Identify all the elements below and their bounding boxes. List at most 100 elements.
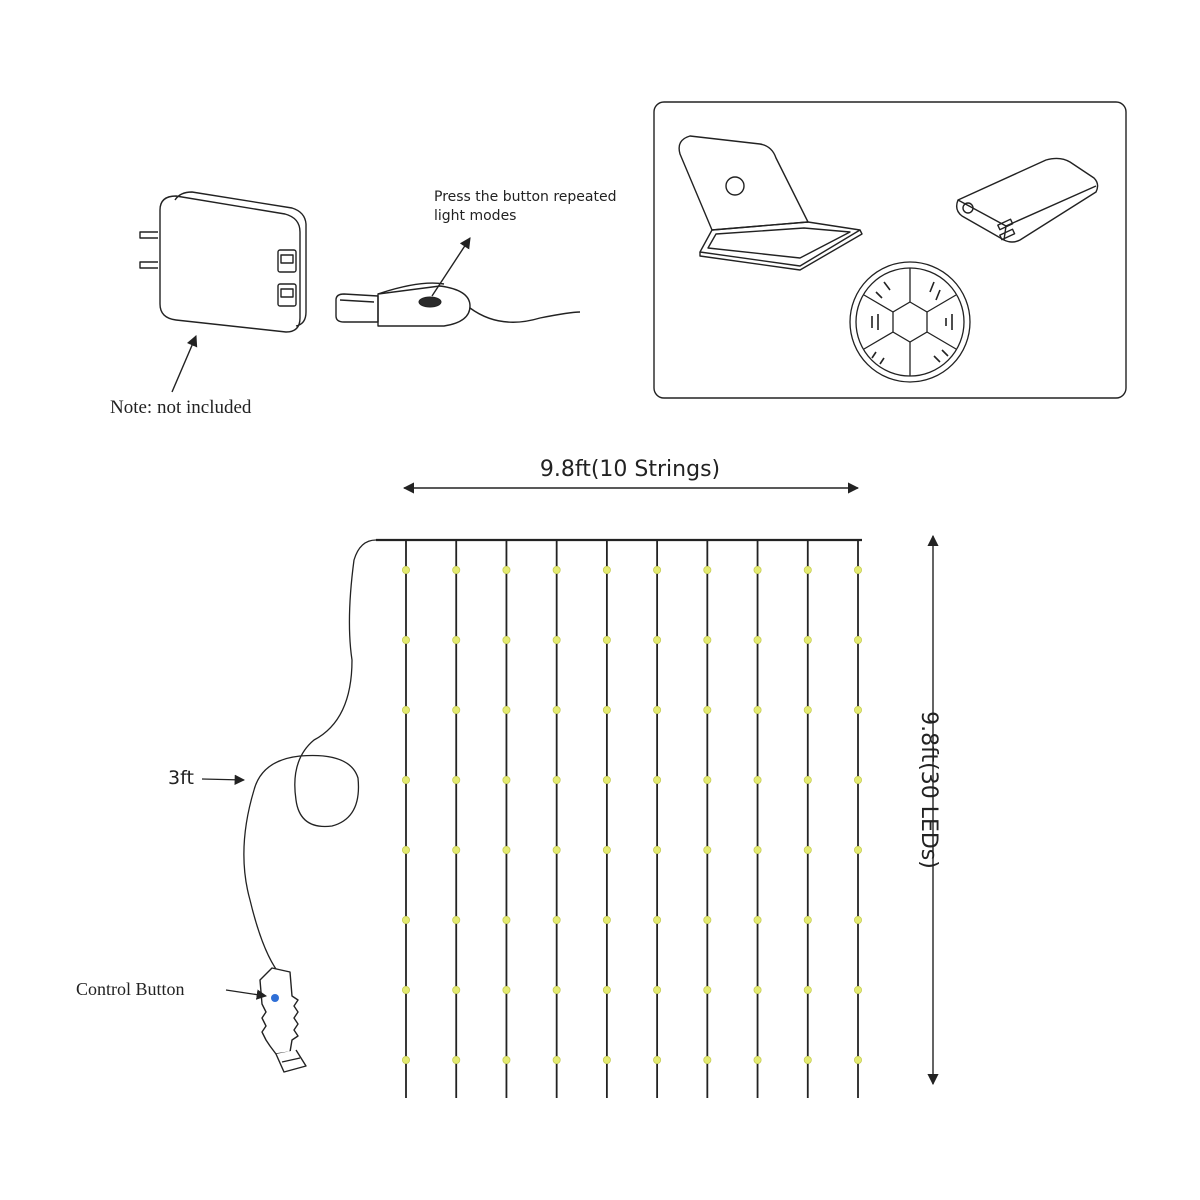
led-bulb bbox=[401, 706, 410, 715]
height-label: 9.8ft(30 LEDs) bbox=[916, 711, 941, 869]
led-bulb bbox=[703, 916, 712, 925]
led-bulb bbox=[703, 566, 712, 575]
led-bulb bbox=[653, 846, 662, 855]
led-bulb bbox=[602, 636, 611, 645]
lead-cable bbox=[243, 539, 377, 973]
led-bulb bbox=[452, 846, 461, 855]
cable-length-label: 3ft bbox=[168, 767, 194, 789]
led-bulb bbox=[703, 846, 712, 855]
led-bulb bbox=[653, 986, 662, 995]
led-bulb bbox=[552, 566, 561, 575]
led-bulb bbox=[452, 776, 461, 785]
led-bulb bbox=[502, 846, 511, 855]
button-note-line2: light modes bbox=[434, 208, 516, 224]
led-bulb bbox=[552, 986, 561, 995]
wall-adapter-icon bbox=[139, 191, 307, 333]
led-bulb bbox=[803, 636, 812, 645]
led-bulb bbox=[401, 776, 410, 785]
led-bulb bbox=[854, 776, 863, 785]
usb-controller-icon bbox=[335, 282, 581, 327]
led-bulb bbox=[552, 846, 561, 855]
led-bulb bbox=[703, 1056, 712, 1065]
led-bulb bbox=[854, 986, 863, 995]
led-bulb bbox=[753, 636, 762, 645]
laptop-icon bbox=[678, 135, 863, 271]
led-bulb bbox=[502, 1056, 511, 1065]
width-label: 9.8ft(10 Strings) bbox=[540, 457, 720, 482]
led-bulb bbox=[502, 916, 511, 925]
led-bulb bbox=[552, 1056, 561, 1065]
led-bulb bbox=[753, 916, 762, 925]
power-sources-panel bbox=[653, 101, 1127, 399]
button-pointer-arrow bbox=[431, 237, 471, 297]
led-bulb bbox=[803, 706, 812, 715]
led-bulb bbox=[401, 916, 410, 925]
led-bulb bbox=[703, 636, 712, 645]
led-bulb bbox=[502, 776, 511, 785]
led-bulb bbox=[854, 566, 863, 575]
led-bulb bbox=[452, 706, 461, 715]
power-strip-icon bbox=[849, 261, 971, 383]
led-bulb bbox=[602, 846, 611, 855]
led-bulb bbox=[602, 986, 611, 995]
led-bulb bbox=[803, 566, 812, 575]
led-bulb bbox=[602, 776, 611, 785]
led-bulb bbox=[653, 636, 662, 645]
led-bulb bbox=[753, 776, 762, 785]
led-bulb bbox=[854, 636, 863, 645]
led-bulb bbox=[502, 566, 511, 575]
led-bulb bbox=[452, 566, 461, 575]
led-bulb bbox=[753, 566, 762, 575]
led-bulb bbox=[803, 986, 812, 995]
led-bulb bbox=[753, 846, 762, 855]
led-bulb bbox=[753, 706, 762, 715]
led-bulb bbox=[602, 916, 611, 925]
led-bulb bbox=[452, 916, 461, 925]
led-bulb bbox=[552, 706, 561, 715]
led-bulb bbox=[602, 566, 611, 575]
led-bulb bbox=[753, 986, 762, 995]
led-bulb bbox=[401, 986, 410, 995]
cable-length-arrow bbox=[201, 774, 246, 785]
usb-plug-icon bbox=[259, 967, 307, 1073]
led-bulb bbox=[502, 706, 511, 715]
led-bulb bbox=[803, 916, 812, 925]
led-bulb bbox=[653, 1056, 662, 1065]
led-bulb bbox=[653, 706, 662, 715]
button-note-line1: Press the button repeated bbox=[434, 189, 616, 205]
led-bulb bbox=[803, 776, 812, 785]
led-bulb bbox=[602, 706, 611, 715]
control-button-arrow bbox=[225, 989, 268, 1000]
led-bulb bbox=[653, 776, 662, 785]
power-bank-icon bbox=[955, 157, 1099, 243]
led-bulb bbox=[401, 566, 410, 575]
led-bulb bbox=[854, 846, 863, 855]
led-bulb bbox=[602, 1056, 611, 1065]
led-bulb bbox=[502, 986, 511, 995]
led-bulb bbox=[552, 636, 561, 645]
adapter-pointer-arrow bbox=[171, 334, 198, 393]
control-button-icon bbox=[271, 994, 279, 1002]
led-bulb bbox=[803, 1056, 812, 1065]
led-bulb bbox=[753, 1056, 762, 1065]
led-bulb bbox=[552, 916, 561, 925]
led-bulb bbox=[854, 706, 863, 715]
led-bulb bbox=[653, 566, 662, 575]
led-bulb bbox=[653, 916, 662, 925]
led-bulb bbox=[452, 636, 461, 645]
led-bulb bbox=[703, 986, 712, 995]
led-bulb bbox=[703, 776, 712, 785]
led-bulb bbox=[502, 636, 511, 645]
adapter-note: Note: not included bbox=[110, 397, 252, 418]
control-button-label: Control Button bbox=[76, 979, 185, 999]
led-bulb bbox=[854, 916, 863, 925]
led-bulb bbox=[803, 846, 812, 855]
led-bulb bbox=[401, 636, 410, 645]
curtain-light bbox=[376, 538, 863, 1098]
led-bulb bbox=[452, 986, 461, 995]
mode-button-icon bbox=[418, 296, 442, 308]
led-bulb bbox=[703, 706, 712, 715]
led-bulb bbox=[401, 846, 410, 855]
led-bulb bbox=[552, 776, 561, 785]
